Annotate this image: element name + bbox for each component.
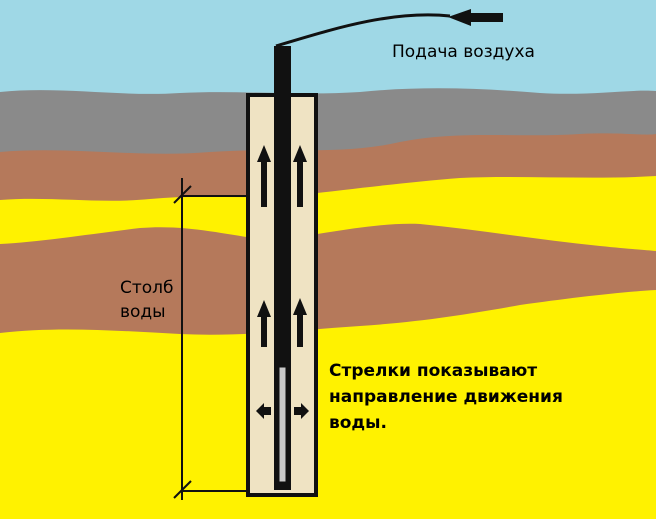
dimension-tick-bottom bbox=[173, 480, 192, 499]
water-column-label: Столб воды bbox=[120, 276, 174, 324]
arrows-note: Стрелки показывают направление движения … bbox=[329, 358, 563, 436]
air-supply-label: Подача воздуха bbox=[392, 42, 535, 62]
inner-pipe bbox=[278, 366, 287, 483]
arrow-side-right bbox=[294, 403, 309, 419]
arrow-up-left-lower bbox=[257, 300, 271, 347]
arrows-note-line-2: направление движения bbox=[329, 387, 563, 407]
dimension-tick-top bbox=[173, 185, 192, 204]
arrows-note-line-1: Стрелки показывают bbox=[329, 361, 538, 381]
arrow-up-right-upper bbox=[293, 145, 307, 207]
arrows-note-line-3: воды. bbox=[329, 413, 387, 433]
air-inflow-arrow bbox=[448, 9, 503, 26]
water-column-label-line-1: Столб bbox=[120, 278, 174, 298]
arrow-up-left-upper bbox=[257, 145, 271, 207]
water-column-label-line-2: воды bbox=[120, 302, 166, 322]
arrow-side-left bbox=[256, 403, 271, 419]
air-hose bbox=[275, 13, 451, 48]
arrow-up-right-lower bbox=[293, 298, 307, 347]
sand-layer-lower bbox=[0, 290, 656, 519]
air-pipe bbox=[274, 46, 291, 490]
